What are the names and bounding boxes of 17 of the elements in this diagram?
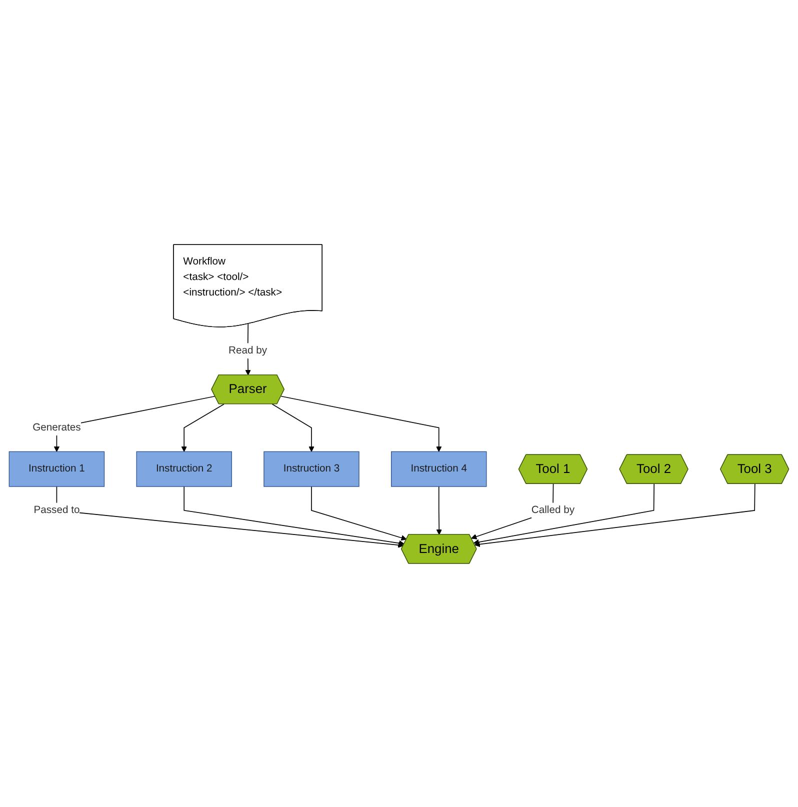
node-box: Instruction 2 [136,450,232,486]
edge-label: Called by [531,504,575,516]
edge-label: Passed to [34,504,80,516]
arrow [436,486,442,534]
arrow [184,486,404,546]
node-box: Instruction 3 [264,450,360,486]
node-box: Instruction 1 [8,450,105,486]
node-box: Instruction 4 [391,450,487,486]
arrow [181,403,224,452]
arrow [272,403,314,452]
edge-label: Read by [228,344,268,356]
edge-label: Generates [32,421,81,432]
arrow [280,395,442,452]
arrow [473,483,655,544]
arrow [311,486,407,540]
arrow [56,486,404,548]
arrow [474,483,756,547]
